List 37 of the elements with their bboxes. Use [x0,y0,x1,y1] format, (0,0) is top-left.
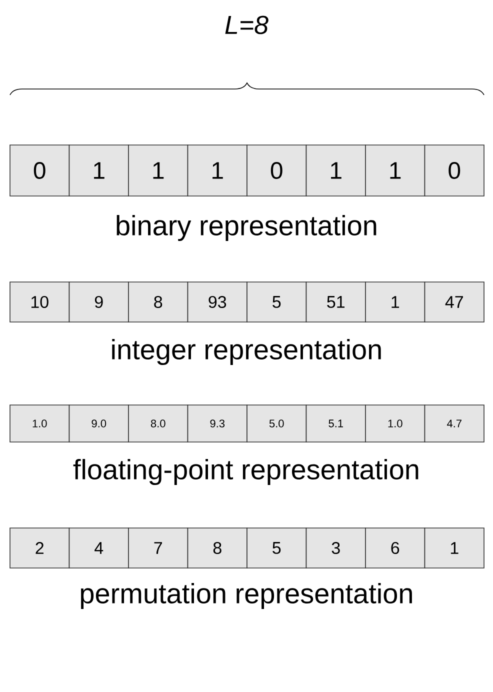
cell: 8.0 [128,404,188,442]
row-caption: permutation representation [80,582,412,610]
cell: 1 [68,144,129,196]
cell: 2 [10,528,70,568]
cell: 0 [424,144,484,196]
cell: 1 [365,144,426,196]
row-caption: binary representation [116,214,376,242]
cell: 47 [424,282,484,322]
cell: 1 [306,144,366,196]
row-caption: integer representation [112,338,381,366]
cell: 9 [68,282,129,322]
cell: 6 [365,528,426,568]
cell: 9.3 [187,404,248,442]
length-label: L=8 [225,16,268,34]
cell: 5.1 [306,404,366,442]
cell: 10 [10,282,70,322]
row-caption: floating-point representation [73,458,418,486]
cell: 1.0 [10,404,70,442]
cell: 5 [246,282,307,322]
cell: 4 [68,528,129,568]
cell: 7 [128,528,188,568]
cell: 8 [128,282,188,322]
cell: 1 [128,144,188,196]
cell: 8 [187,528,248,568]
cell: 1 [365,282,426,322]
cell: 3 [306,528,366,568]
cell: 5 [246,528,307,568]
cell: 1 [424,528,484,568]
cell: 4.7 [424,404,484,442]
cell: 1 [187,144,248,196]
cell: 1.0 [365,404,426,442]
cell: 0 [246,144,307,196]
cell: 9.0 [68,404,129,442]
cell: 5.0 [246,404,307,442]
cell: 51 [306,282,366,322]
cell: 0 [10,144,70,196]
cell: 93 [187,282,248,322]
